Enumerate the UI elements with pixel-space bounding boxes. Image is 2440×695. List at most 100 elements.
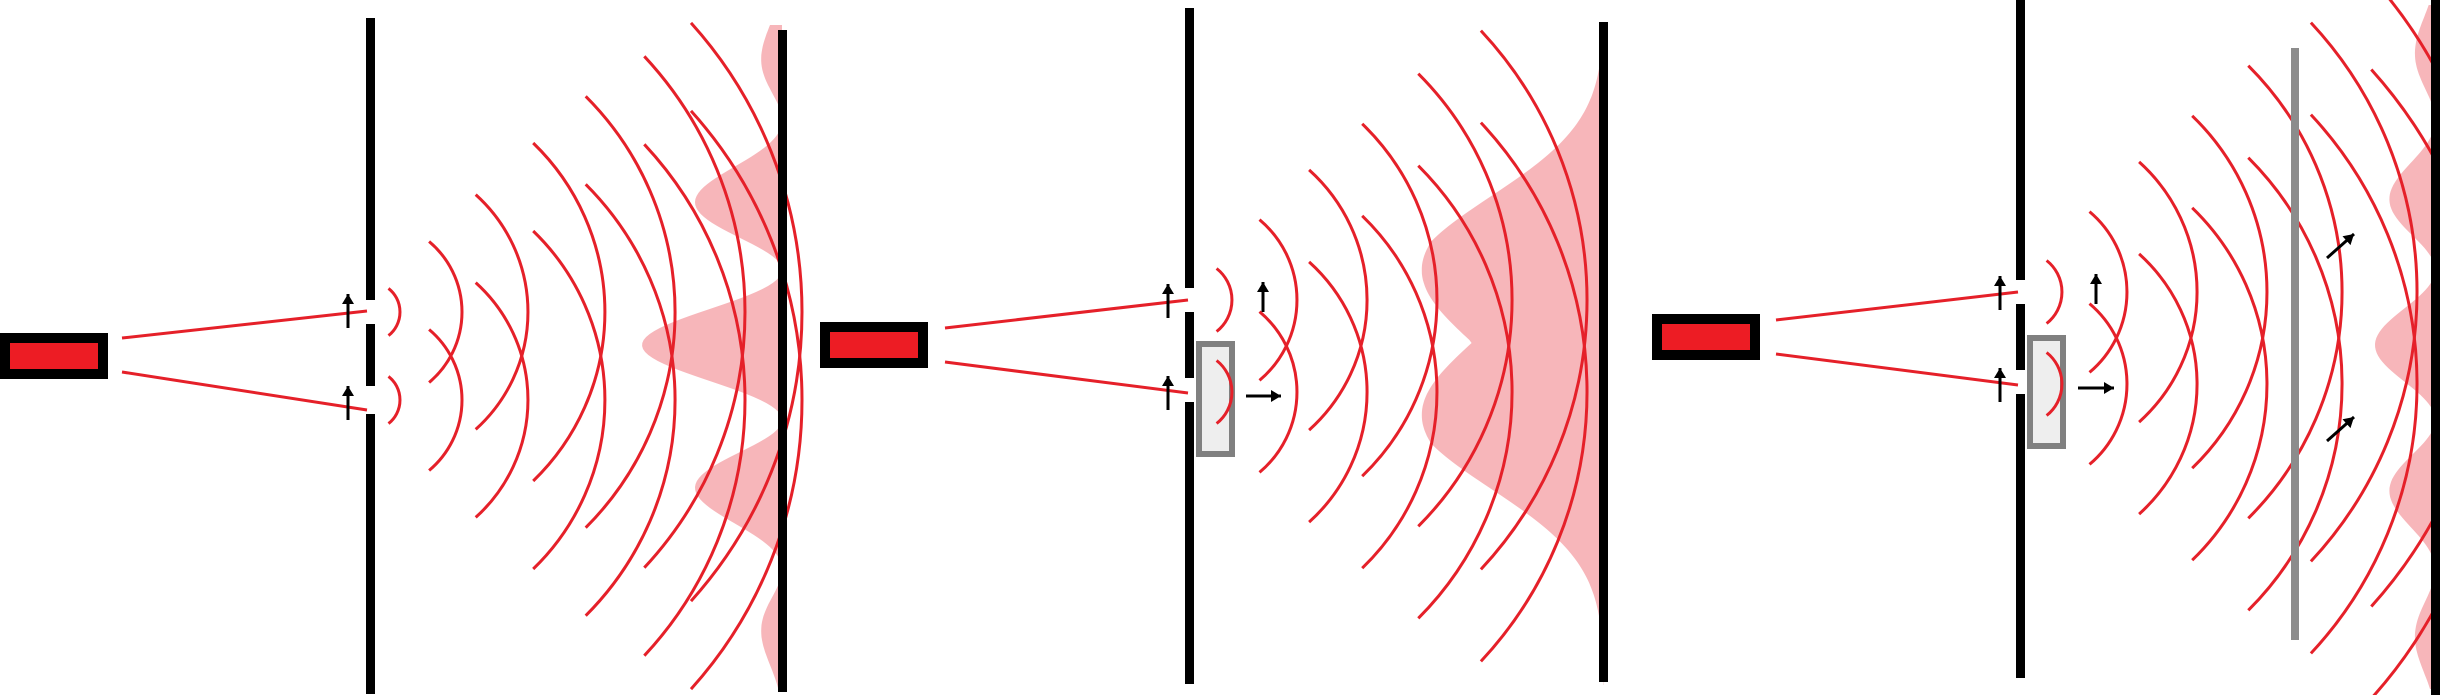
wavefront-lower [1308,260,1369,524]
wavefront-lower [584,183,677,617]
wavefront-upper [1215,267,1234,333]
wavefront-lower [2309,113,2419,655]
polarization-arrow-icon [2078,382,2114,394]
wavefront-upper [2138,160,2199,424]
panel-double-slit [0,18,804,694]
wavefront-upper [2191,114,2269,470]
wavefront-upper [1308,168,1369,432]
wavefronts [387,21,804,691]
wavefront-upper [474,193,530,431]
barrier-top [1185,8,1194,288]
arrow-head [1994,276,2006,286]
wavefronts [1215,29,1589,663]
wavefront-lower [474,281,530,519]
laser-body [830,332,918,358]
panel-which-path [820,8,1608,685]
arrow-head [342,386,354,396]
barrier-middle [1185,312,1194,378]
detection-screen [2431,0,2440,695]
arrow-head [1162,284,1174,294]
detection-screen [778,30,787,692]
wavefront-upper [2045,259,2064,325]
wavefront-lower [2088,302,2129,466]
beam-lower [944,360,1189,395]
laser-body [10,343,98,369]
arrow-head [1994,368,2006,378]
polarization-arrow-icon [342,386,354,420]
wavefront-lower [1258,310,1299,474]
polarization-arrow-icon [1994,368,2006,402]
wavefront-lower [1361,214,1439,570]
wavefront-lower [689,109,804,691]
arrow-head [2104,382,2114,394]
wavefront-lower [428,328,464,472]
wavefront-upper [584,95,677,529]
barrier-bottom [1185,402,1194,684]
detection-screen [1599,22,1608,682]
which-path-marker [2027,335,2066,449]
beam-lower [1775,352,2019,387]
wavefront-lower [387,375,402,425]
polarization-arrow-icon [2090,274,2102,304]
wavefront-lower [532,229,607,571]
slit-barrier [366,18,375,694]
which-path-marker [1196,341,1235,457]
wave-plate [1196,341,1235,457]
laser-source [820,322,928,368]
wavefront-upper [643,55,747,569]
arrow-head [342,294,354,304]
panel-quantum-eraser [1652,0,2440,695]
wavefront-upper [387,287,402,337]
polarization-arrow-icon [1162,376,1174,410]
wavefront-upper [1417,72,1514,528]
wavefront-lower [1417,164,1514,620]
wavefront-upper [532,141,607,483]
barrier-top [366,18,375,300]
barrier-middle [2016,304,2025,370]
arrow-head [2342,234,2354,246]
wavefront-lower [2138,252,2199,516]
laser-source [0,333,108,379]
wavefront-upper [689,21,804,603]
beam-upper [121,309,368,340]
laser-body [1662,324,1750,350]
wavefront-lower [643,143,747,657]
wavefront-lower [1215,359,1234,425]
wavefront-upper [1479,29,1589,571]
arrow-head [2090,274,2102,284]
arrow-head [1271,390,1281,402]
wavefront-upper [428,240,464,384]
barrier-bottom [366,414,375,694]
restored-interference-pattern [2375,5,2435,690]
beam-upper [944,298,1189,330]
polarization-arrow-icon [1994,276,2006,310]
polarization-arrow-icon [2326,232,2355,260]
arrow-head [1257,282,1269,292]
barrier-middle [366,324,375,386]
wavefront-upper [1258,218,1299,382]
wavefront-lower [2045,351,2064,417]
polarization-arrow-icon [342,294,354,328]
wavefront-lower [2191,206,2269,562]
polarization-arrow-icon [1246,390,1281,402]
wavefront-lower [1479,121,1589,663]
wavefront-upper [2309,21,2419,563]
polarization-arrow-icon [2326,415,2355,443]
beam-upper [1775,290,2019,322]
interference-pattern [642,25,782,690]
no-interference-pattern [1421,40,1604,685]
wavefront-upper [1361,122,1439,478]
barrier-top [2016,0,2025,280]
polarization-arrow-icon [1257,282,1269,312]
barrier-bottom [2016,394,2025,678]
slit-barrier [1185,8,1194,684]
wavefront-upper [2088,210,2129,374]
slit-barrier [2016,0,2025,678]
arrow-head [1162,376,1174,386]
laser-source [1652,314,1760,360]
arrow-head [2342,417,2354,429]
beam-lower [121,370,368,412]
wave-plate [2027,335,2066,449]
